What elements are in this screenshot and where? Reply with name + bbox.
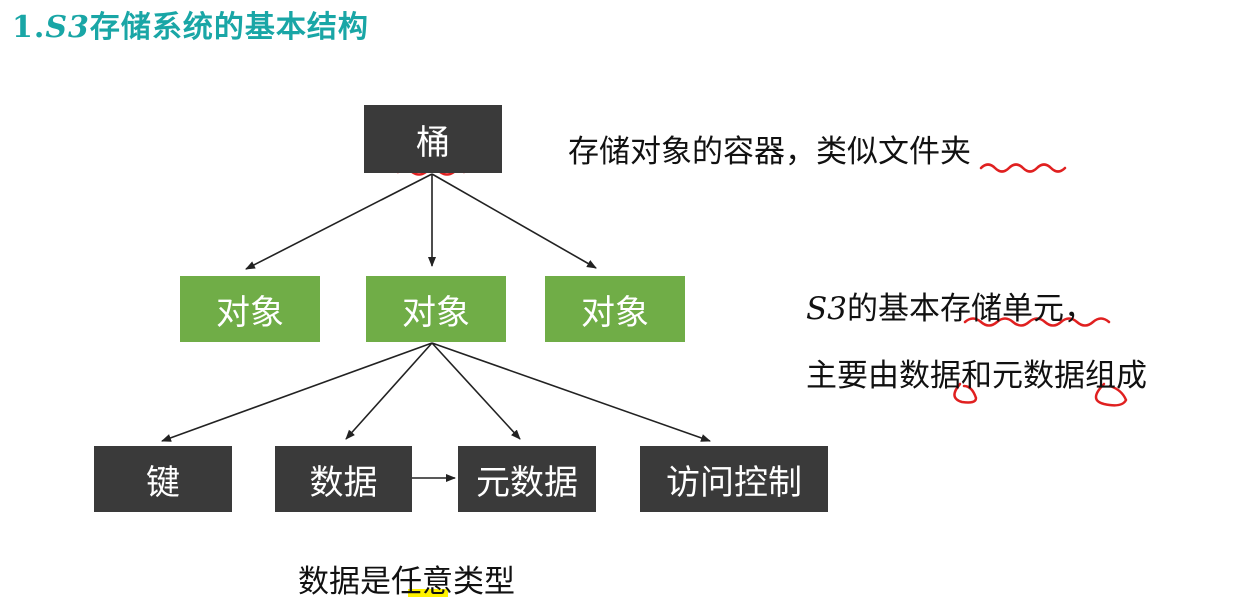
arrow-object-access-control xyxy=(431,342,711,442)
arrow-bucket-object-3 xyxy=(431,173,597,269)
arrow-bucket-object-1 xyxy=(245,173,433,270)
object-description-line-2: 主要由数据和元数据组成 xyxy=(806,358,1147,394)
arrow-object-data xyxy=(345,342,433,440)
red-squiggle-folder xyxy=(979,163,1067,173)
arrow-object-metadata xyxy=(431,342,521,440)
bucket-description: 存储对象的容器，类似文件夹 xyxy=(568,134,971,170)
object-description-line-1: S3的基本存储单元， xyxy=(806,283,1095,328)
object-node-2: 对象 xyxy=(366,276,506,342)
red-squiggle-storage-unit xyxy=(963,317,1111,327)
access-control-node: 访问控制 xyxy=(640,446,828,512)
data-label: 数据 xyxy=(309,462,378,503)
page-title: 1.S3存储系统的基本结构 xyxy=(12,2,369,46)
access-control-label: 访问控制 xyxy=(666,462,802,503)
red-loop-data xyxy=(953,382,978,404)
object-label-1: 对象 xyxy=(216,292,284,333)
red-loop-metadata xyxy=(1094,382,1128,407)
bucket-label: 桶 xyxy=(416,122,450,163)
data-description: 数据是任意类型 xyxy=(298,564,515,600)
key-label: 键 xyxy=(146,462,180,503)
title-prefix: 1. xyxy=(12,10,46,45)
title-rest: 存储系统的基本结构 xyxy=(89,10,369,45)
yellow-highlight-any xyxy=(408,589,448,597)
object-node-3: 对象 xyxy=(545,276,685,342)
object-description-s3: S3 xyxy=(806,291,847,327)
metadata-label: 元数据 xyxy=(476,462,578,503)
object-label-2: 对象 xyxy=(402,292,470,333)
object-description-line-1-text: 的基本存储单元， xyxy=(846,291,1095,327)
arrow-object-key xyxy=(161,342,433,442)
key-node: 键 xyxy=(94,446,232,512)
object-node-1: 对象 xyxy=(180,276,320,342)
data-node: 数据 xyxy=(275,446,412,512)
title-s3: S3 xyxy=(45,10,90,45)
metadata-node: 元数据 xyxy=(458,446,596,512)
object-label-3: 对象 xyxy=(581,292,649,333)
bucket-node: 桶 xyxy=(364,105,502,173)
